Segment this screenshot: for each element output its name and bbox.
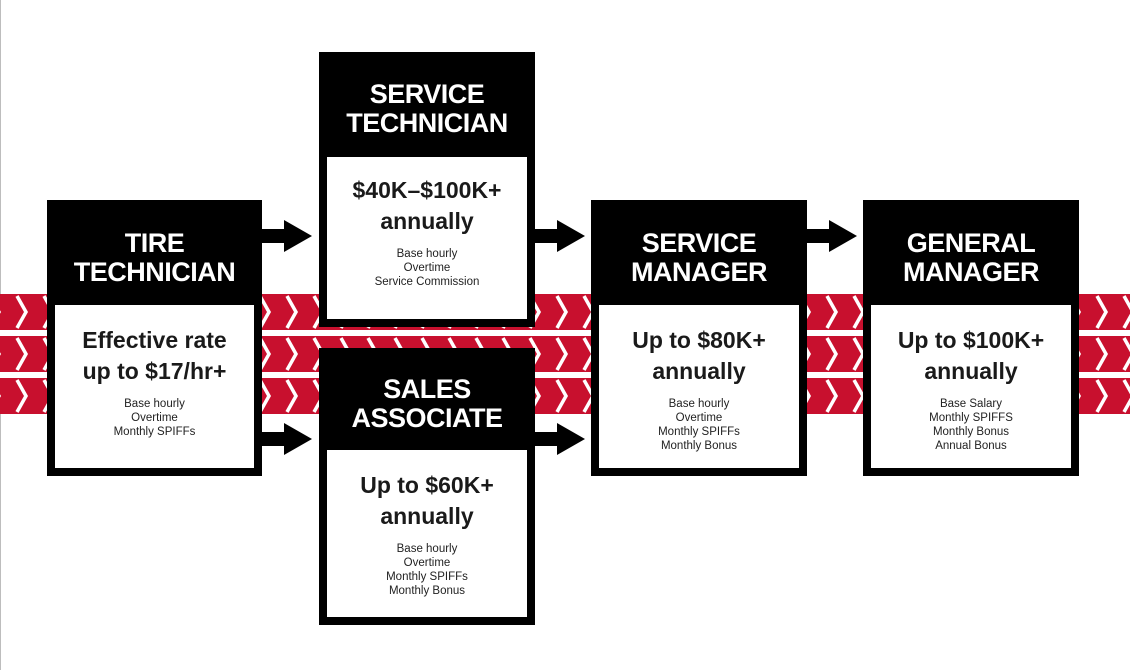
card-title: SERVICE MANAGER	[599, 208, 799, 308]
card-body: $40K–$100K+ annually Base hourly Overtim…	[327, 157, 527, 319]
pay-detail-item: Overtime	[403, 262, 451, 274]
pay-detail-item: Base hourly	[396, 543, 458, 555]
tread-chevron	[555, 337, 569, 371]
tread-chevron	[285, 337, 299, 371]
tread-chevron	[1122, 337, 1130, 371]
tread-chevron	[1122, 295, 1130, 329]
card-body: Up to $60K+ annually Base hourly Overtim…	[327, 450, 527, 617]
card-body: Up to $80K+ annually Base hourly Overtim…	[599, 305, 799, 468]
card-title-line: SERVICE	[641, 228, 757, 258]
pay-amount-line: Effective rate	[82, 327, 227, 353]
arrow-right-icon	[262, 423, 312, 455]
tread-chevron	[15, 295, 29, 329]
arrow-right-icon	[262, 220, 312, 252]
card-title: GENERAL MANAGER	[871, 208, 1071, 308]
pay-details: Base hourly Overtime Monthly SPIFFs Mont…	[658, 397, 740, 453]
pay-amount: Effective rate up to $17/hr+	[82, 325, 226, 387]
card-sales-associate: SALES ASSOCIATE Up to $60K+ annually Bas…	[319, 348, 535, 625]
pay-detail-item: Monthly Bonus	[388, 585, 466, 597]
card-title: SALES ASSOCIATE	[327, 356, 527, 452]
card-title-line: MANAGER	[631, 257, 768, 287]
pay-amount: Up to $60K+ annually	[360, 470, 494, 532]
card-body: Up to $100K+ annually Base Salary Monthl…	[871, 305, 1071, 468]
card-title-line: SALES	[383, 374, 471, 404]
pay-detail-item: Base hourly	[124, 398, 185, 410]
tread-chevron	[258, 295, 272, 329]
card-body: Effective rate up to $17/hr+ Base hourly…	[55, 305, 254, 468]
card-title-line: ASSOCIATE	[351, 403, 503, 433]
pay-amount: Up to $80K+ annually	[632, 325, 766, 387]
card-title: SERVICE TECHNICIAN	[327, 60, 527, 158]
tread-chevron	[1095, 379, 1109, 413]
tread-chevron	[258, 379, 272, 413]
tread-chevron	[285, 379, 299, 413]
pay-detail-item: Overtime	[131, 412, 178, 424]
pay-detail-item: Monthly Bonus	[660, 440, 738, 452]
pay-amount-line: $40K–$100K+	[352, 177, 502, 203]
pay-detail-item: Overtime	[403, 557, 451, 569]
pay-details: Base Salary Monthly SPIFFS Monthly Bonus…	[929, 397, 1013, 453]
pay-amount-line: annually	[924, 358, 1018, 384]
pay-amount-line: annually	[380, 503, 474, 529]
pay-detail-item: Base Salary	[939, 398, 1002, 410]
pay-detail-item: Monthly SPIFFs	[386, 571, 468, 583]
tread-chevron	[15, 337, 29, 371]
pay-detail-item: Base hourly	[668, 398, 730, 410]
pay-amount-line: annually	[380, 208, 474, 234]
card-title-line: TECHNICIAN	[346, 108, 508, 138]
pay-amount-line: up to $17/hr+	[82, 358, 227, 384]
tread-chevron	[555, 295, 569, 329]
pay-detail-item: Monthly SPIFFS	[929, 412, 1013, 424]
card-title-line: SERVICE	[369, 79, 485, 109]
pay-detail-item: Annual Bonus	[935, 440, 1007, 452]
tread-chevron	[1095, 295, 1109, 329]
card-title-line: TIRE	[124, 228, 185, 258]
card-title-line: GENERAL	[906, 228, 1036, 258]
card-service-manager: SERVICE MANAGER Up to $80K+ annually Bas…	[591, 200, 807, 476]
card-service-technician: SERVICE TECHNICIAN $40K–$100K+ annually …	[319, 52, 535, 327]
tread-chevron	[1095, 337, 1109, 371]
tread-chevron	[258, 337, 272, 371]
card-tire-technician: TIRE TECHNICIAN Effective rate up to $17…	[47, 200, 262, 476]
card-title: TIRE TECHNICIAN	[55, 208, 254, 308]
card-title-line: TECHNICIAN	[73, 257, 236, 287]
pay-amount-line: Up to $100K+	[897, 327, 1045, 353]
arrow-right-icon	[535, 423, 585, 455]
pay-detail-item: Monthly Bonus	[932, 426, 1010, 438]
tread-chevron	[825, 295, 839, 329]
tread-chevron	[825, 337, 839, 371]
pay-amount: Up to $100K+ annually	[898, 325, 1044, 387]
pay-details: Base hourly Overtime Service Commission	[375, 247, 480, 289]
tread-chevron	[555, 379, 569, 413]
pay-amount-line: Up to $60K+	[360, 472, 494, 498]
pay-details: Base hourly Overtime Monthly SPIFFs	[114, 397, 196, 439]
pay-detail-item: Monthly SPIFFs	[113, 426, 196, 438]
arrow-right-icon	[535, 220, 585, 252]
pay-detail-item: Overtime	[675, 412, 723, 424]
card-title-line: MANAGER	[903, 257, 1040, 287]
pay-details: Base hourly Overtime Monthly SPIFFs Mont…	[386, 542, 468, 598]
pay-detail-item: Service Commission	[374, 276, 480, 288]
pay-detail-item: Base hourly	[396, 248, 458, 260]
tread-chevron	[1122, 379, 1130, 413]
tread-chevron	[285, 295, 299, 329]
pay-detail-item: Monthly SPIFFs	[658, 426, 740, 438]
pay-amount: $40K–$100K+ annually	[353, 175, 502, 237]
pay-amount-line: Up to $80K+	[632, 327, 766, 353]
tread-chevron	[825, 379, 839, 413]
card-general-manager: GENERAL MANAGER Up to $100K+ annually Ba…	[863, 200, 1079, 476]
tread-chevron	[15, 379, 29, 413]
pay-amount-line: annually	[652, 358, 746, 384]
arrow-right-icon	[807, 220, 857, 252]
